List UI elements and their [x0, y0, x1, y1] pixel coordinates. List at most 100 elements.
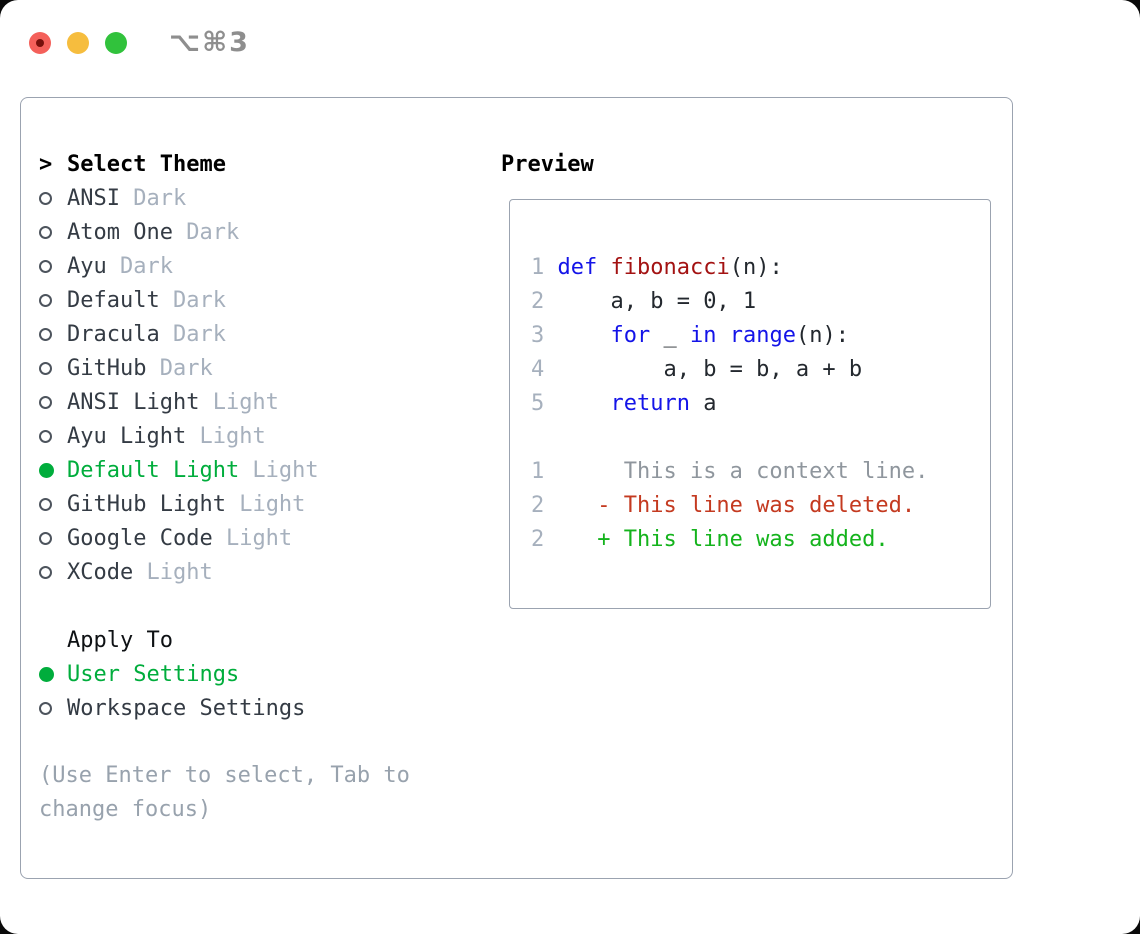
code-token: - This line was deleted. — [544, 492, 916, 518]
preview-line: 3 for _ in range(n): — [531, 318, 990, 352]
theme-option-label: Dracula — [67, 321, 160, 347]
preview-line: 1 def fibonacci(n): — [531, 250, 990, 284]
theme-option-ansi-light[interactable]: ANSI Light Light — [39, 385, 485, 419]
line-number: 2 — [531, 492, 545, 518]
line-number: 2 — [531, 288, 545, 314]
radio-selected-icon — [39, 462, 67, 478]
radio-icon — [39, 565, 67, 579]
theme-variant-tag: Light — [199, 389, 279, 415]
theme-variant-tag: Light — [239, 457, 319, 483]
line-number: 5 — [531, 390, 545, 416]
theme-variant-tag: Light — [225, 491, 306, 517]
code-token — [544, 255, 557, 280]
radio-icon — [39, 225, 67, 239]
code-token: + This line was added. — [544, 526, 889, 552]
theme-variant-tag: Dark — [159, 321, 226, 347]
apply-option-workspace-settings[interactable]: Workspace Settings — [39, 691, 485, 725]
preview-line: 4 a, b = b, a + b — [531, 352, 990, 386]
theme-option-github[interactable]: GitHub Dark — [39, 351, 485, 385]
code-token — [544, 323, 610, 348]
theme-variant-tag: Dark — [119, 185, 187, 211]
code-token: This is a context line. — [544, 458, 929, 484]
help-text: (Use Enter to select, Tab to change focu… — [39, 763, 410, 822]
theme-option-ayu[interactable]: Ayu Dark — [39, 249, 485, 283]
theme-option-label: GitHub — [67, 355, 147, 381]
theme-variant-tag: Dark — [146, 355, 213, 381]
theme-variant-tag: Dark — [172, 219, 240, 245]
preview-title: Preview — [501, 151, 594, 177]
theme-option-ayu-light[interactable]: Ayu Light Light — [39, 419, 485, 453]
line-number: 2 — [531, 526, 545, 552]
theme-option-xcode[interactable]: XCode Light — [39, 555, 485, 589]
theme-option-default-light[interactable]: Default Light Light — [39, 453, 485, 487]
zoom-button[interactable] — [105, 31, 127, 54]
code-token: (n): — [795, 322, 849, 348]
preview-line: 2 + This line was added. — [531, 522, 990, 556]
titlebar: ⌥⌘3 — [29, 27, 250, 58]
radio-icon — [39, 395, 67, 409]
theme-option-label: GitHub Light — [67, 491, 226, 517]
theme-option-label: Ayu — [67, 253, 107, 279]
code-token: return — [610, 390, 690, 416]
theme-option-google-code[interactable]: Google Code Light — [39, 521, 485, 555]
minimize-button[interactable] — [67, 31, 89, 54]
select-theme-header: > Select Theme — [39, 147, 485, 181]
preview-line: 5 return a — [531, 386, 990, 420]
theme-option-atom-one[interactable]: Atom One Dark — [39, 215, 485, 249]
radio-icon — [39, 259, 67, 273]
theme-option-default[interactable]: Default Dark — [39, 283, 485, 317]
code-token: for — [610, 322, 651, 348]
close-dot-icon — [36, 38, 44, 47]
theme-variant-tag: Light — [133, 559, 213, 585]
theme-option-label: Default — [67, 287, 160, 313]
theme-variant-tag: Light — [212, 525, 293, 551]
line-number: 1 — [531, 254, 545, 280]
radio-icon — [39, 497, 67, 511]
theme-option-label: Default Light — [67, 457, 240, 483]
theme-option-ansi[interactable]: ANSI Dark — [39, 181, 485, 215]
theme-option-label: Ayu Light — [67, 423, 187, 449]
radio-icon — [39, 429, 67, 443]
apply-to-header: Apply To — [39, 623, 485, 657]
preview-line: 2 a, b = 0, 1 — [531, 284, 990, 318]
radio-icon — [39, 293, 67, 307]
apply-to-title: Apply To — [67, 627, 173, 653]
prompt-icon: > — [39, 151, 53, 177]
preview-line — [531, 420, 990, 454]
radio-icon — [39, 327, 67, 341]
radio-icon — [39, 191, 67, 205]
code-token — [544, 391, 610, 416]
code-token: (n): — [729, 254, 783, 280]
theme-option-label: ANSI — [67, 185, 120, 211]
apply-option-label: Workspace Settings — [67, 695, 306, 721]
close-button[interactable] — [29, 31, 51, 54]
window-title-shortcut: ⌥⌘3 — [169, 27, 250, 58]
code-token: in — [689, 322, 717, 348]
theme-variant-tag: Dark — [106, 253, 173, 279]
theme-option-dracula[interactable]: Dracula Dark — [39, 317, 485, 351]
theme-option-label: Atom One — [67, 219, 173, 245]
apply-option-user-settings[interactable]: User Settings — [39, 657, 485, 691]
radio-selected-icon — [39, 666, 67, 682]
radio-icon — [39, 531, 67, 545]
code-token: def — [557, 254, 598, 280]
select-theme-title: Select Theme — [67, 151, 226, 177]
radio-icon — [39, 701, 67, 715]
code-token: a, b = b, a + b — [544, 356, 863, 382]
theme-option-label: Google Code — [67, 525, 213, 551]
line-number: 4 — [531, 356, 545, 382]
apply-option-label: User Settings — [67, 661, 240, 687]
code-token — [716, 323, 729, 348]
code-token: a, b = 0, 1 — [544, 288, 757, 314]
theme-option-github-light[interactable]: GitHub Light Light — [39, 487, 485, 521]
code-token: fibonacci — [610, 254, 730, 280]
code-token: _ — [650, 322, 690, 348]
preview-line: 1 This is a context line. — [531, 454, 990, 488]
